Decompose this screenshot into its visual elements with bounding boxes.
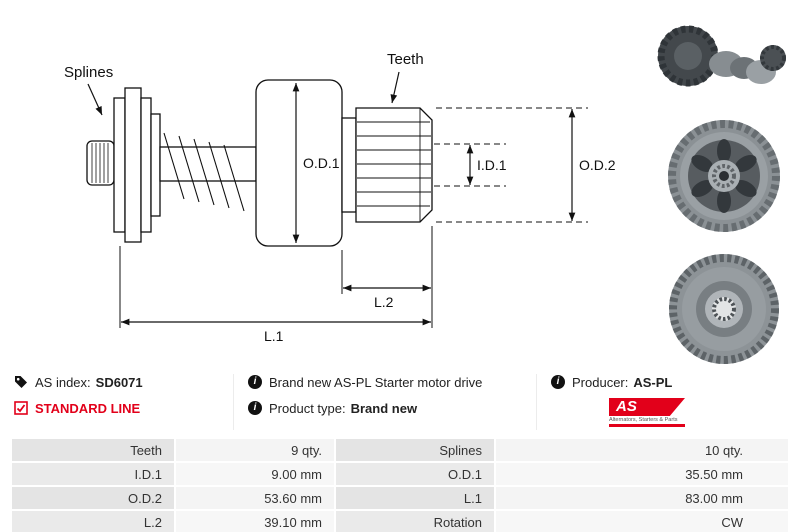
product-description: Brand new AS-PL Starter motor drive: [269, 374, 483, 390]
product-photos: [650, 8, 798, 379]
aspl-logo-bar: [609, 424, 685, 427]
as-index-label: AS index:: [35, 374, 91, 390]
product-type-label: Product type:: [269, 400, 346, 416]
spec-label-cell: Teeth: [12, 439, 174, 461]
spec-value-cell: 39.10 mm: [176, 511, 334, 532]
producer-value: AS-PL: [633, 374, 673, 390]
producer-label: Producer:: [572, 374, 629, 390]
spec-label-cell: O.D.1: [336, 463, 494, 485]
info-col-producer: i Producer: AS-PL AS Alternators, Starte…: [536, 374, 800, 430]
spec-value-cell: 35.50 mm: [496, 463, 788, 485]
product-photo-angled[interactable]: [650, 8, 798, 108]
aspl-logo: AS Alternators, Starters & Parts: [609, 398, 685, 427]
od2-dim-label: O.D.2: [579, 157, 616, 173]
id1-dim-label: I.D.1: [477, 157, 507, 173]
spec-value-cell: 53.60 mm: [176, 487, 334, 509]
info-icon: i: [248, 375, 262, 389]
info-col-index: AS index: SD6071 STANDARD LINE: [14, 374, 224, 430]
drive-outline: [86, 79, 433, 247]
table-row: L.2 39.10 mm Rotation CW: [12, 511, 788, 532]
as-index-row: AS index: SD6071: [14, 374, 224, 390]
spec-value-cell: 9.00 mm: [176, 463, 334, 485]
checkbox-checked-icon: [14, 401, 28, 415]
dimension-lines: [87, 71, 576, 328]
spec-label-cell: I.D.1: [12, 463, 174, 485]
product-photo-top[interactable]: [650, 114, 798, 244]
spec-value-cell: CW: [496, 511, 788, 532]
spec-label-cell: Splines: [336, 439, 494, 461]
splines-label: Splines: [64, 64, 113, 81]
table-row: O.D.2 53.60 mm L.1 83.00 mm: [12, 487, 788, 509]
aspl-logo-flag: AS: [609, 398, 685, 416]
product-type-row: i Product type: Brand new: [248, 400, 540, 416]
standard-line-row: STANDARD LINE: [14, 400, 224, 416]
producer-row: i Producer: AS-PL: [551, 374, 800, 390]
info-icon: i: [248, 401, 262, 415]
tag-icon: [15, 376, 27, 388]
info-col-description: i Brand new AS-PL Starter motor drive i …: [233, 374, 540, 430]
spec-table: Teeth 9 qty. Splines 10 qty. I.D.1 9.00 …: [10, 437, 790, 532]
technical-drawing: Splines Teeth O.D.1 I.D.1 O.D.2 L.2 L.1: [64, 51, 616, 344]
description-row: i Brand new AS-PL Starter motor drive: [248, 374, 540, 390]
info-icon: i: [551, 375, 565, 389]
spec-value-cell: 83.00 mm: [496, 487, 788, 509]
spec-label-cell: L.2: [12, 511, 174, 532]
standard-line-label: STANDARD LINE: [35, 400, 141, 416]
spec-label-cell: L.1: [336, 487, 494, 509]
l2-dim-label: L.2: [374, 294, 394, 310]
as-index-value: SD6071: [95, 374, 143, 390]
table-row: I.D.1 9.00 mm O.D.1 35.50 mm: [12, 463, 788, 485]
aspl-logo-tagline: Alternators, Starters & Parts: [609, 417, 678, 423]
l1-dim-label: L.1: [264, 328, 284, 344]
product-photo-front[interactable]: [650, 250, 798, 373]
spec-value-cell: 9 qty.: [176, 439, 334, 461]
spec-value-cell: 10 qty.: [496, 439, 788, 461]
info-bar: AS index: SD6071 STANDARD LINE i Brand n…: [0, 372, 800, 432]
table-row: Teeth 9 qty. Splines 10 qty.: [12, 439, 788, 461]
spec-label-cell: O.D.2: [12, 487, 174, 509]
extension-lines: [434, 107, 588, 223]
od1-dim-label: O.D.1: [303, 155, 340, 171]
product-type-value: Brand new: [350, 400, 418, 416]
teeth-label: Teeth: [387, 51, 424, 68]
spec-label-cell: Rotation: [336, 511, 494, 532]
